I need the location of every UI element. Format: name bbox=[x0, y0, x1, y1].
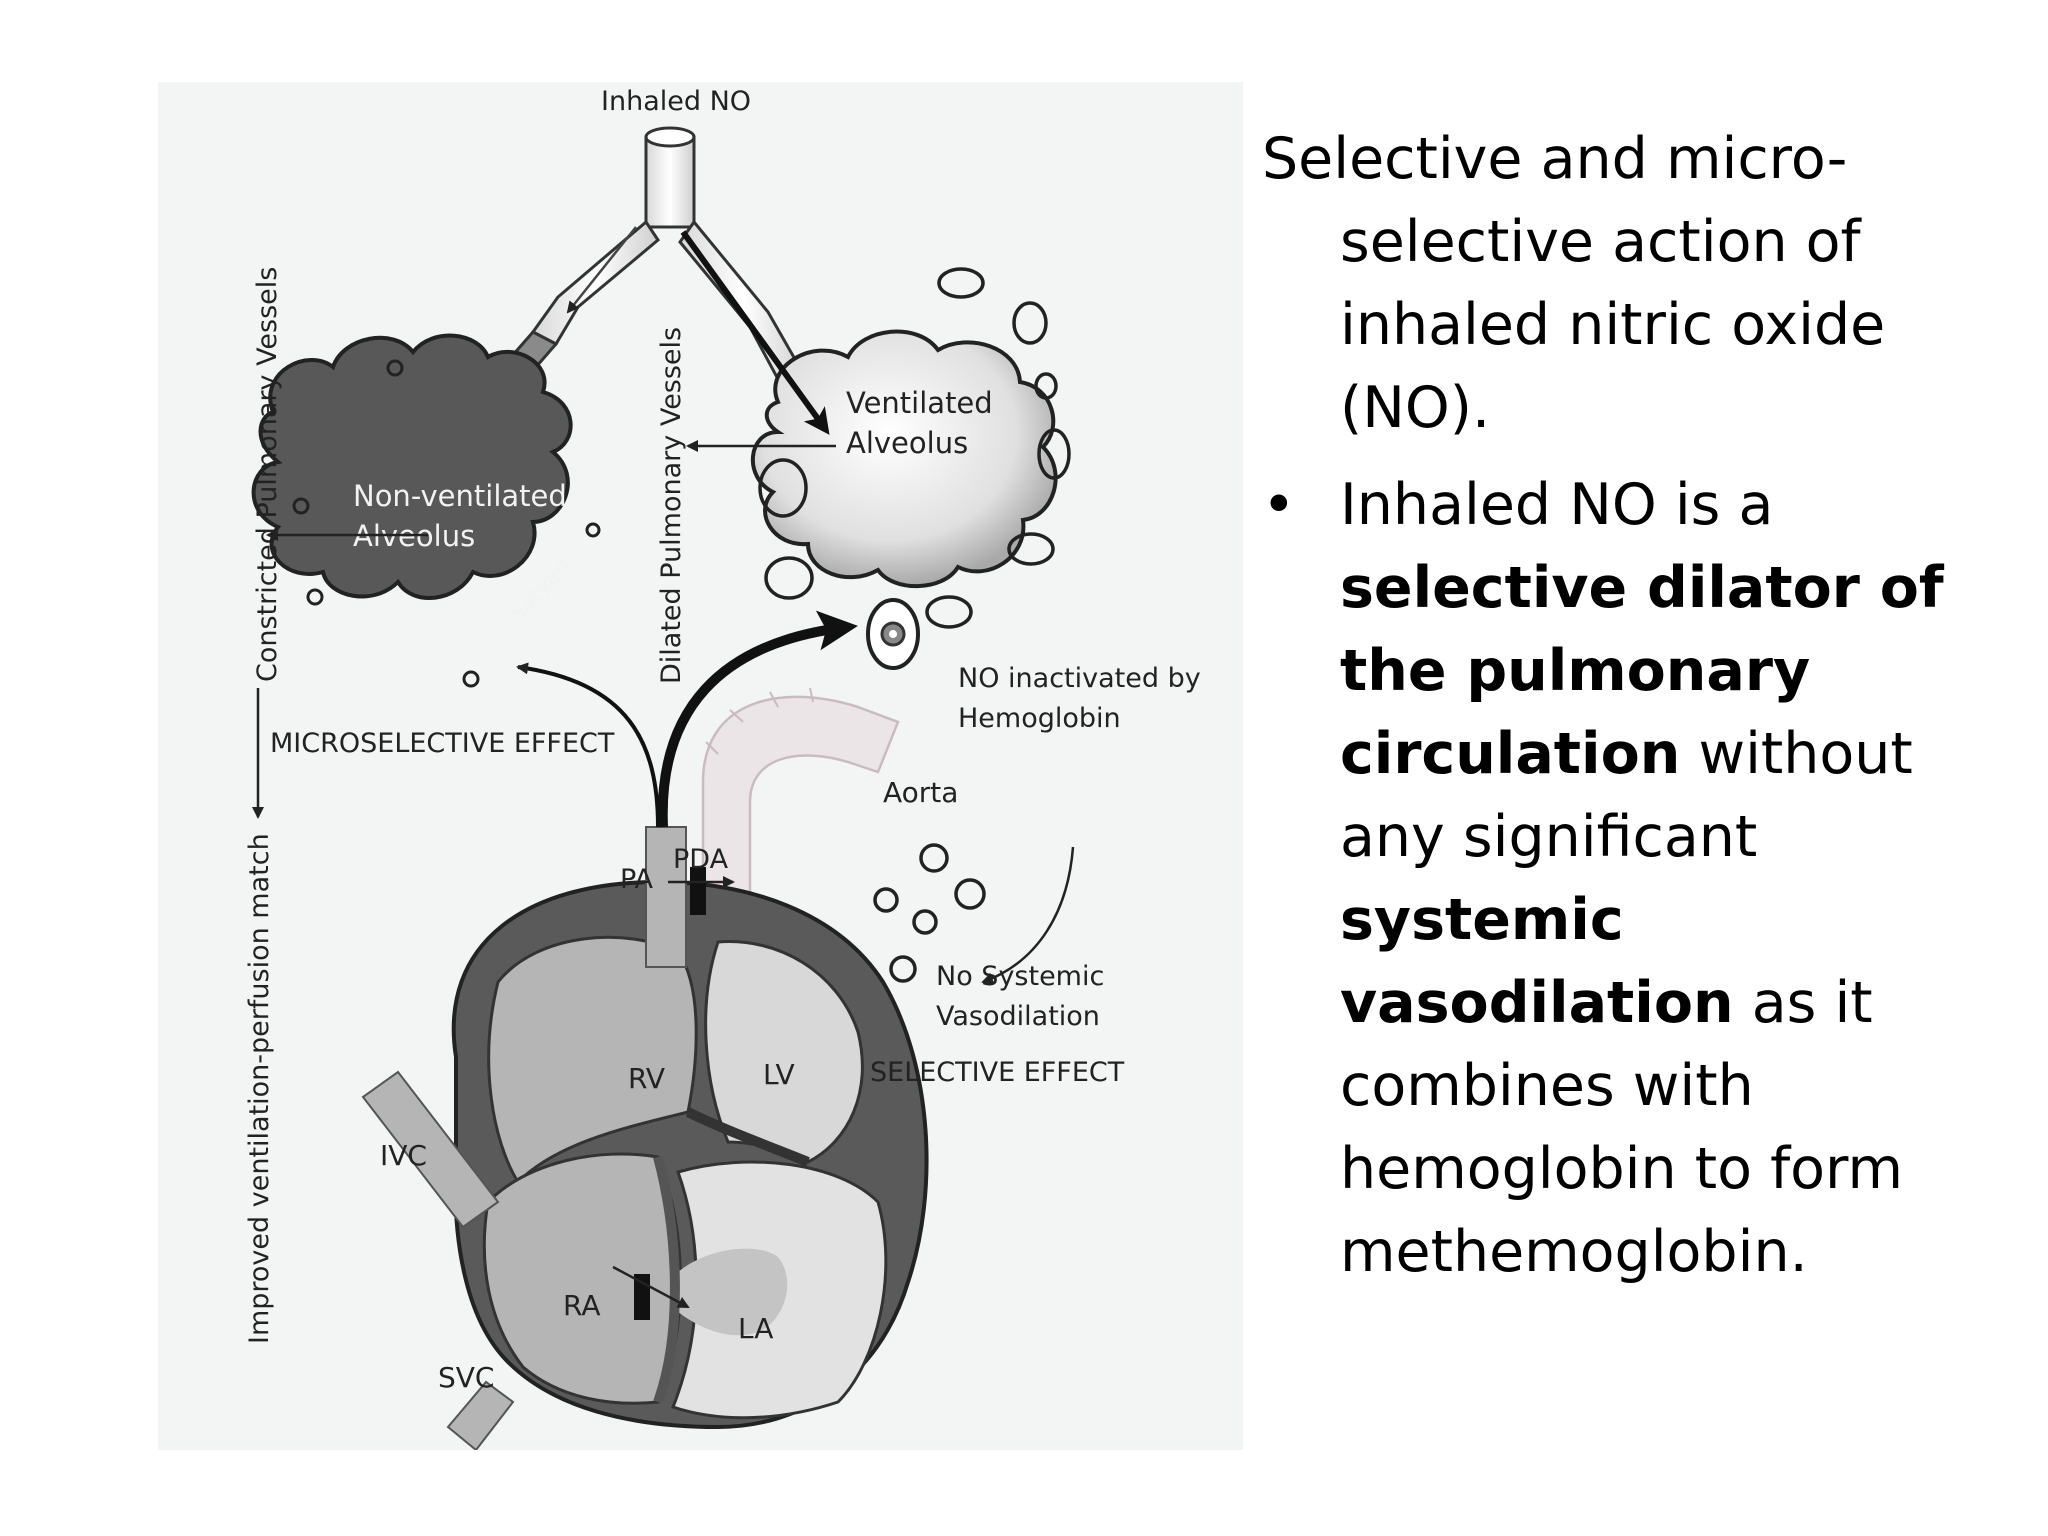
ivc-label: IVC bbox=[380, 1139, 427, 1172]
rv-label: RV bbox=[628, 1062, 665, 1095]
lv-chamber bbox=[704, 940, 864, 1164]
ventilated-alveolus: Ventilated Alveolus bbox=[686, 329, 1058, 589]
pa-label: PA bbox=[620, 864, 654, 895]
bullet-bold-2: systemic vasodilation bbox=[1340, 887, 1734, 1036]
pda-block bbox=[690, 867, 706, 915]
atrial-shunt-block bbox=[634, 1274, 650, 1320]
no-flow-arrow bbox=[680, 230, 830, 435]
pda-label: PDA bbox=[673, 844, 729, 875]
intro-paragraph: Selective and micro-selective action of … bbox=[1262, 126, 1886, 441]
systemic-circles bbox=[873, 843, 986, 983]
svc-vessel bbox=[446, 1380, 515, 1450]
no-inactivated-label-1: NO inactivated by bbox=[958, 663, 1201, 694]
ivc-vessel bbox=[361, 1070, 500, 1229]
text-panel: Selective and micro-selective action of … bbox=[1262, 118, 2032, 1294]
nonventilated-label-1: Non-ventilated bbox=[353, 479, 567, 513]
constricted-vessels-label: Constricted Pulmonary Vessels bbox=[252, 267, 283, 682]
aorta bbox=[701, 687, 900, 922]
bullet-marker: • bbox=[1262, 472, 1296, 538]
heart bbox=[451, 879, 929, 1430]
bullet-paragraph: • Inhaled NO is a selective dilator of t… bbox=[1262, 464, 2032, 1294]
ventilated-label-1: Ventilated bbox=[846, 386, 993, 420]
non-ventilated-small-circles bbox=[292, 359, 601, 688]
lv-label: LV bbox=[763, 1058, 795, 1091]
microselective-effect-label: MICROSELECTIVE EFFECT bbox=[270, 728, 615, 759]
no-systemic-arrow bbox=[981, 846, 1075, 985]
ventilated-circles bbox=[758, 267, 1071, 629]
ventilated-label-2: Alveolus bbox=[846, 426, 968, 460]
bullet-text-1: Inhaled NO is a bbox=[1340, 472, 1774, 538]
no-systemic-label-2: Vasodilation bbox=[936, 1001, 1100, 1032]
la-label: LA bbox=[738, 1312, 773, 1345]
bullet-bold-1: selective dilator of the pulmonary circu… bbox=[1340, 555, 1944, 787]
svc-label: SVC bbox=[438, 1361, 494, 1394]
bullet-text-3: as it combines with hemoglobin to form m… bbox=[1340, 970, 1903, 1285]
ra-label: RA bbox=[563, 1289, 600, 1322]
aorta-label: Aorta bbox=[883, 776, 958, 809]
no-systemic-label-1: No Systemic bbox=[936, 961, 1104, 992]
nitric-oxide-diagram: Non-ventilated Alveolus Satyan Ventilate… bbox=[158, 82, 1243, 1450]
inhaled-no-label: Inhaled NO bbox=[601, 86, 751, 117]
dilated-vessels-label: Dilated Pulmonary Vessels bbox=[656, 327, 687, 684]
hemoglobin-cell bbox=[866, 598, 920, 670]
selective-arrow bbox=[657, 610, 858, 828]
improved-match-label: Improved ventilation-perfusion match bbox=[244, 833, 275, 1344]
no-inactivated-label-2: Hemoglobin bbox=[958, 703, 1121, 734]
selective-effect-label: SELECTIVE EFFECT bbox=[870, 1057, 1125, 1088]
bullet-text-2: without any significant bbox=[1340, 721, 1913, 870]
microselective-arrow bbox=[516, 662, 660, 828]
pulmonary-artery bbox=[645, 826, 687, 968]
